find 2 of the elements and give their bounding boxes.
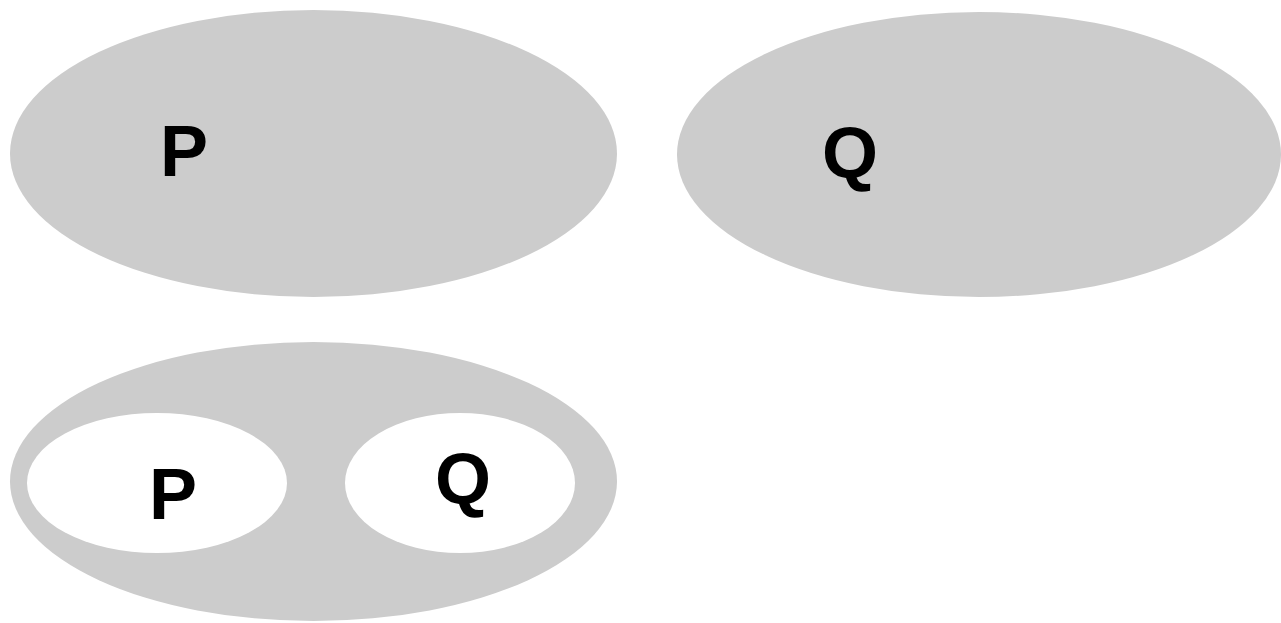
set-label: P <box>160 115 209 187</box>
set-label: P <box>149 458 198 530</box>
